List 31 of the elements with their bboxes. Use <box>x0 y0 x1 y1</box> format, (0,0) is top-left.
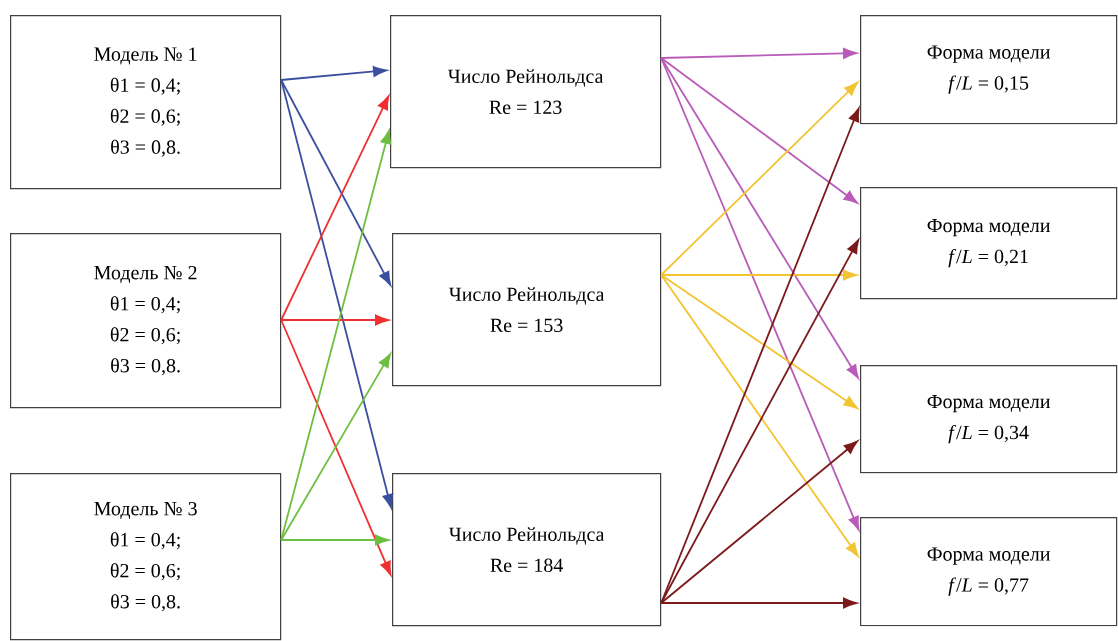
text-box: Форма модели f/L = 0,77 <box>860 517 1118 627</box>
arrow <box>660 107 860 604</box>
arrow <box>280 353 391 541</box>
text-box: Модель № 2 θ1 = 0,4; θ2 = 0,6; θ3 = 0,8. <box>10 233 282 409</box>
arrow <box>280 79 392 286</box>
arrow <box>280 314 389 326</box>
text-box: Форма модели f/L = 0,15 <box>860 15 1118 125</box>
arrow <box>280 129 392 541</box>
text-box: Модель № 3 θ1 = 0,4; θ2 = 0,6; θ3 = 0,8. <box>10 473 282 641</box>
arrow <box>660 57 858 204</box>
arrow <box>660 57 860 531</box>
arrow <box>660 597 857 609</box>
arrow <box>660 239 860 604</box>
arrow <box>660 274 859 557</box>
arrow <box>660 269 857 281</box>
arrow <box>660 57 859 379</box>
arrow <box>660 48 857 59</box>
arrow <box>660 81 859 276</box>
text-box: Модель № 1 θ1 = 0,4; θ2 = 0,6; θ3 = 0,8. <box>10 15 282 190</box>
arrow <box>660 274 858 409</box>
arrow <box>280 95 390 321</box>
text-box: Число Рейнольдса Re = 184 <box>392 473 662 627</box>
arrow <box>280 79 394 509</box>
arrow <box>660 440 858 604</box>
arrow <box>280 66 387 81</box>
text-box: Число Рейнольдса Re = 123 <box>390 15 662 169</box>
arrow <box>280 319 392 576</box>
arrow <box>280 534 389 546</box>
text-box: Число Рейнольдса Re = 153 <box>392 233 662 387</box>
text-box: Форма модели f/L = 0,21 <box>860 187 1118 300</box>
text-box: Форма модели f/L = 0,34 <box>860 365 1118 474</box>
